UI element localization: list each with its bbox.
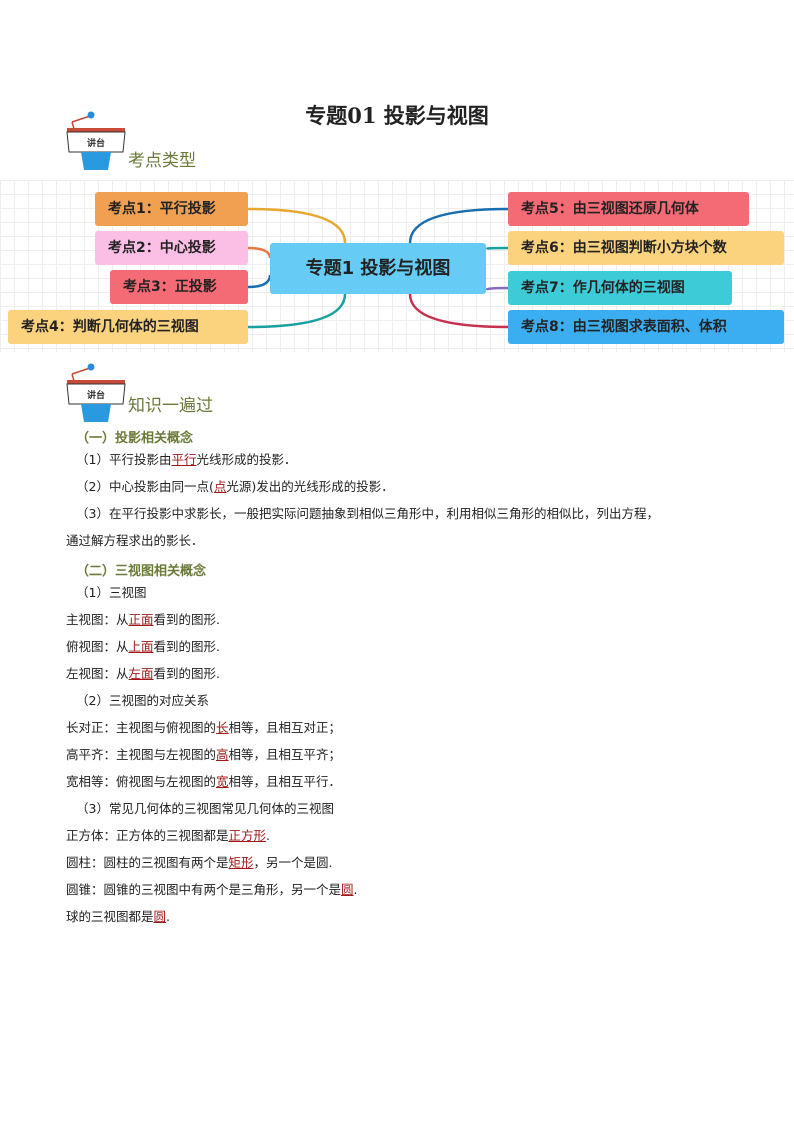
text-segment: 球的三视图都是 xyxy=(66,909,154,924)
mindmap-connector xyxy=(484,246,509,251)
text-segment: （3）常见几何体的三视图常见几何体的三视图 xyxy=(76,801,334,816)
text-segment: （二）三视图相关概念 xyxy=(76,564,207,579)
mindmap-node-right-7: 考点7：作几何体的三视图 xyxy=(508,271,732,305)
mindmap-node-left-4: 考点4：判断几何体的三视图 xyxy=(8,310,248,344)
text-segment: 左视图：从 xyxy=(66,666,129,681)
text-segment: 圆柱：圆柱的三视图有两个是 xyxy=(66,855,229,870)
text-segment: 相等，且相互平行． xyxy=(228,774,342,789)
text-line: （2）中心投影由同一点(点光源)发出的光线形成的投影． xyxy=(76,476,394,495)
text-line: 高平齐：主视图与左视图的高相等，且相互平齐； xyxy=(66,744,341,763)
text-segment: 宽相等：俯视图与左视图的 xyxy=(66,774,217,789)
text-segment: . xyxy=(266,828,271,843)
highlighted-term: 正方形 xyxy=(228,828,267,843)
mindmap-connector xyxy=(247,293,347,329)
highlighted-term: 平行 xyxy=(171,452,197,467)
text-line: （3）常见几何体的三视图常见几何体的三视图 xyxy=(76,798,334,817)
mindmap-node-left-1: 考点1：平行投影 xyxy=(95,192,248,226)
text-segment: （1）三视图 xyxy=(76,585,147,600)
highlighted-term: 圆 xyxy=(153,909,167,924)
page-title: 专题01 投影与视图 xyxy=(305,103,489,128)
mindmap-node-right-5: 考点5：由三视图还原几何体 xyxy=(508,192,749,226)
mindmap-node-right-8: 考点8：由三视图求表面积、体积 xyxy=(508,310,784,344)
highlighted-term: 左面 xyxy=(128,666,154,681)
text-segment: . xyxy=(353,882,358,897)
text-line: 圆锥：圆锥的三视图中有两个是三角形，另一个是圆. xyxy=(66,879,358,898)
highlighted-term: 矩形 xyxy=(228,855,254,870)
text-segment: . xyxy=(166,909,171,924)
text-line: 长对正：主视图与俯视图的长相等，且相互对正； xyxy=(66,717,341,736)
mindmap-node-right-6: 考点6：由三视图判断小方块个数 xyxy=(508,231,784,265)
text-segment: 正方体：正方体的三视图都是 xyxy=(66,828,229,843)
mindmap-center-node: 专题1 投影与视图 xyxy=(270,243,486,294)
text-segment: 看到的图形. xyxy=(153,612,221,627)
text-segment: 光线形成的投影． xyxy=(196,452,297,467)
text-segment: 看到的图形. xyxy=(153,666,221,681)
svg-text:讲台: 讲台 xyxy=(87,389,105,401)
text-segment: 高平齐：主视图与左视图的 xyxy=(66,747,217,762)
mindmap-connectors xyxy=(247,207,509,329)
subsection-heading: （二）三视图相关概念 xyxy=(76,560,206,579)
text-segment: 长对正：主视图与俯视图的 xyxy=(66,720,217,735)
text-line: 左视图：从左面看到的图形. xyxy=(66,663,220,682)
highlighted-term: 长 xyxy=(216,720,229,735)
text-segment: 通过解方程求出的影长． xyxy=(66,533,204,548)
podium-icon: 讲台 xyxy=(64,362,126,422)
mindmap-node-left-3: 考点3：正投影 xyxy=(110,270,248,304)
text-line: （1）三视图 xyxy=(76,582,146,601)
section-heading-knowledge: 知识一遍过 xyxy=(128,396,213,416)
highlighted-term: 高 xyxy=(216,747,229,762)
mindmap-connector xyxy=(484,286,509,291)
text-line: 俯视图：从上面看到的图形. xyxy=(66,636,220,655)
highlighted-term: 圆 xyxy=(341,882,354,897)
section-heading-exam-points: 考点类型 xyxy=(128,151,196,171)
text-line: （3）在平行投影中求影长，一般把实际问题抽象到相似三角形中，利用相似三角形的相似… xyxy=(76,503,659,522)
text-line: 圆柱：圆柱的三视图有两个是矩形，另一个是圆. xyxy=(66,852,333,871)
text-segment: 圆锥：圆锥的三视图中有两个是三角形，另一个是 xyxy=(66,882,342,897)
mindmap-connector xyxy=(408,207,509,244)
text-segment: （3）在平行投影中求影长，一般把实际问题抽象到相似三角形中，利用相似三角形的相似… xyxy=(76,506,659,521)
subsection-heading: （一）投影相关概念 xyxy=(76,427,193,446)
svg-text:讲台: 讲台 xyxy=(87,137,105,149)
mindmap-connector xyxy=(247,274,272,289)
mindmap-connector xyxy=(247,246,272,259)
text-segment: 相等，且相互对正； xyxy=(228,720,342,735)
text-line: 宽相等：俯视图与左视图的宽相等，且相互平行． xyxy=(66,771,341,790)
highlighted-term: 正面 xyxy=(128,612,154,627)
text-segment: 相等，且相互平齐； xyxy=(228,747,342,762)
mindmap-connector xyxy=(247,207,347,244)
text-segment: （2）中心投影由同一点( xyxy=(76,479,214,494)
text-segment: 看到的图形. xyxy=(153,639,221,654)
text-segment: ，另一个是圆. xyxy=(253,855,333,870)
podium-icon: 讲台 xyxy=(64,110,126,170)
text-line: 正方体：正方体的三视图都是正方形. xyxy=(66,825,270,844)
text-line: 球的三视图都是圆. xyxy=(66,906,170,925)
highlighted-term: 宽 xyxy=(216,774,229,789)
text-segment: 光源)发出的光线形成的投影． xyxy=(226,479,394,494)
highlighted-term: 点 xyxy=(213,479,227,494)
text-segment: 俯视图：从 xyxy=(66,639,129,654)
text-line: 通过解方程求出的影长． xyxy=(66,530,204,549)
text-line: 主视图：从正面看到的图形. xyxy=(66,609,220,628)
text-segment: 主视图：从 xyxy=(66,612,129,627)
text-segment: （一）投影相关概念 xyxy=(76,431,194,446)
text-segment: （1）平行投影由 xyxy=(76,452,172,467)
highlighted-term: 上面 xyxy=(128,639,154,654)
text-line: （2）三视图的对应关系 xyxy=(76,690,209,709)
mindmap-node-left-2: 考点2：中心投影 xyxy=(95,231,248,265)
text-line: （1）平行投影由平行光线形成的投影． xyxy=(76,449,297,468)
text-segment: （2）三视图的对应关系 xyxy=(76,693,209,708)
mindmap-connector xyxy=(408,293,509,329)
